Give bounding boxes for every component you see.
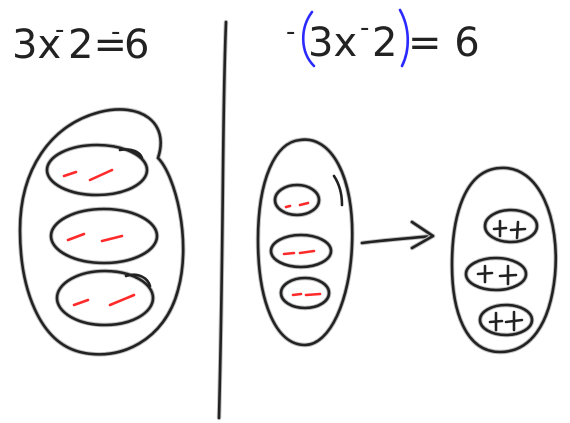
ra-g3-pos-2 (504, 310, 524, 332)
right-after-container (449, 165, 558, 355)
left-inner-group-3 (54, 268, 156, 328)
right-after-group-2 (463, 255, 529, 293)
rb-g3-neg-2 (304, 292, 322, 297)
left-parenthesis (301, 10, 316, 68)
ra-g1-pos-2 (509, 220, 527, 240)
right-equation: - 3x - 2 = 6 (286, 8, 480, 68)
ra-g2-pos-1 (476, 264, 494, 284)
left-group-container (17, 107, 186, 357)
transform-arrow (359, 219, 436, 251)
right-eq-outer-sign: - (286, 17, 295, 47)
left-eq-rhs: 6 (124, 22, 149, 68)
right-before-group-3 (278, 275, 332, 311)
ra-g1-pos-1 (492, 219, 508, 238)
ra-g3-pos-1 (488, 311, 504, 332)
divider-line-ink (217, 20, 228, 420)
right-after-group-1 (482, 207, 540, 245)
left-g3-neg-1 (72, 298, 90, 307)
left-inner-group-2 (48, 206, 160, 266)
right-eq-const: 2 (372, 20, 397, 66)
left-g3-neg-2 (108, 293, 136, 307)
left-eq-const: 2= (68, 22, 127, 68)
right-before-group-1 (272, 182, 322, 218)
left-g1-neg-1 (62, 170, 78, 178)
right-eq-coef: 3x (308, 20, 357, 66)
right-after-group-3 (477, 302, 535, 338)
rb-g3-neg-1 (291, 292, 303, 297)
right-eq-rhs: = 6 (408, 20, 480, 66)
left-g2-neg-2 (100, 234, 124, 243)
left-g2-neg-1 (66, 232, 86, 242)
right-eq-op: - (360, 13, 369, 43)
ra-g2-pos-2 (498, 264, 518, 286)
rb-g2-neg-2 (298, 249, 316, 255)
left-eq-rhs-sign: - (111, 17, 120, 47)
rb-g2-neg-1 (282, 251, 296, 256)
right-before-group-2 (268, 232, 334, 270)
left-equation: 3x - 2= - 6 (12, 15, 149, 68)
left-inner-group-1 (44, 142, 150, 198)
rb-g1-neg-2 (298, 201, 310, 207)
right-before-container (255, 137, 355, 348)
left-eq-coef: 3x (12, 22, 61, 68)
left-g1-neg-2 (88, 168, 114, 182)
left-eq-op: - (55, 15, 64, 45)
rb-g1-neg-1 (284, 204, 292, 209)
right-parenthesis (398, 8, 410, 68)
